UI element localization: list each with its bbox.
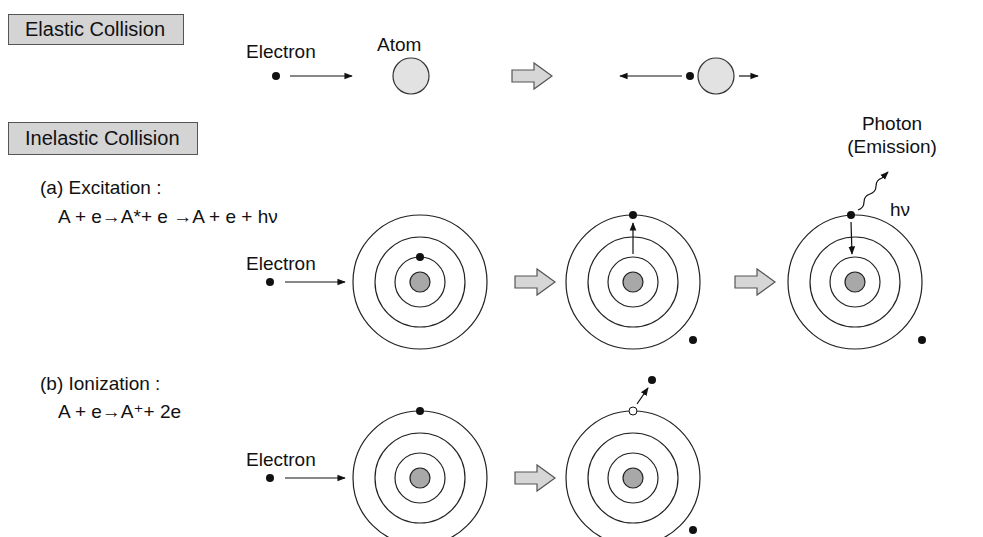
electron-hole (629, 407, 637, 415)
motion-arrow (285, 477, 345, 478)
photon-wave (858, 172, 888, 210)
transition-arrow (851, 222, 852, 254)
orbit (608, 257, 658, 307)
process-heading: (a) Excitation : (40, 176, 161, 199)
heading-text: Inelastic Collision (25, 126, 180, 150)
atom-circle (393, 58, 429, 94)
heading-text: Elastic Collision (25, 17, 165, 41)
nucleus (623, 468, 643, 488)
particle-label: Electron (246, 448, 316, 471)
process-heading: (b) Ionization : (40, 372, 160, 395)
process-arrow (512, 63, 552, 89)
section-heading-box: Elastic Collision (8, 14, 184, 45)
ejection-arrow (637, 388, 648, 404)
orbit (566, 215, 700, 349)
orbit (395, 257, 445, 307)
particle-label: Electron (246, 252, 316, 275)
electron-dot (648, 376, 656, 384)
electron-dot (416, 253, 424, 261)
electron-dot (686, 72, 694, 80)
orbit (788, 215, 922, 349)
motion-arrow (620, 75, 682, 76)
electron-dot (689, 336, 697, 344)
orbit (375, 433, 465, 523)
electron-dot (629, 211, 637, 219)
electron-dot (416, 407, 424, 415)
motion-arrow (285, 281, 345, 282)
photon-symbol: hν (890, 198, 910, 221)
electron-dot (847, 211, 855, 219)
orbit (830, 257, 880, 307)
particle-label: Electron (246, 40, 316, 63)
process-arrow (515, 269, 555, 295)
electron-dot (266, 278, 274, 286)
orbit (810, 237, 900, 327)
transition-arrow (632, 223, 633, 254)
orbit (395, 453, 445, 503)
process-arrow (735, 269, 775, 295)
particle-label: Atom (377, 33, 421, 56)
orbit (608, 453, 658, 503)
electron-dot (689, 526, 697, 534)
nucleus (410, 272, 430, 292)
nucleus (410, 468, 430, 488)
orbit (566, 411, 700, 537)
atom-circle (698, 58, 734, 94)
electron-dot (272, 72, 280, 80)
process-arrow (515, 465, 555, 491)
orbit (588, 433, 678, 523)
reaction-equation: A + e→A⁺+ 2e (58, 400, 181, 423)
orbit (353, 215, 487, 349)
motion-arrow (290, 75, 352, 76)
electron-dot (918, 336, 926, 344)
electron-dot (266, 474, 274, 482)
photon-label: Photon (Emission) (844, 112, 940, 158)
motion-arrow (739, 75, 758, 76)
orbit (353, 411, 487, 537)
orbit (375, 237, 465, 327)
nucleus (623, 272, 643, 292)
nucleus (845, 272, 865, 292)
reaction-equation: A + e→A*+ e →A + e + hν (58, 205, 278, 228)
section-heading-box: Inelastic Collision (8, 122, 198, 155)
